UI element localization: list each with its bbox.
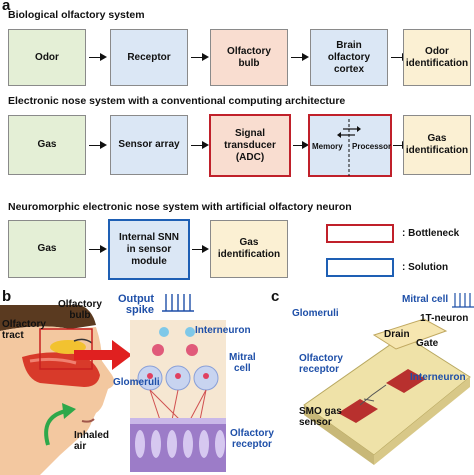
- drain-label: Drain: [384, 329, 410, 340]
- output-spike-label: Output spike: [118, 293, 155, 316]
- smo-gas-sensor-label: SMO gas sensor: [299, 406, 342, 428]
- glomeruli-label-b: Glomeruli: [113, 377, 160, 388]
- mitral-cell-label-b: Mitral cell: [229, 352, 256, 374]
- mitral-spike-icon: [452, 293, 474, 308]
- arrow-r2-1: [89, 141, 107, 149]
- sensor-array-box: Sensor array: [110, 115, 188, 175]
- olfactory-receptor-label-b: Olfactory receptor: [230, 428, 274, 450]
- odor-identification-box: Odor identification: [403, 29, 471, 86]
- gas-identification-box-1: Gas identification: [403, 115, 471, 175]
- receptor-box: Receptor: [110, 29, 188, 86]
- arrow-r2-3: [293, 141, 309, 149]
- arrow-r1-1: [89, 53, 107, 61]
- olfactory-tract-label: Olfactory tract: [2, 319, 46, 341]
- olfactory-bulb-box: Olfactory bulb: [210, 29, 288, 86]
- panel-c-letter: c: [271, 288, 280, 305]
- gate-label: Gate: [416, 338, 439, 349]
- one-t-neuron-label: 1T-neuron: [420, 313, 469, 324]
- interneuron-label-b: Interneuron: [195, 325, 251, 336]
- inhaled-air-label: Inhaled air: [74, 430, 110, 452]
- gas-box-2: Gas: [8, 220, 86, 278]
- device-illustration: [303, 318, 471, 465]
- olfactory-bulb-illustration: [130, 320, 226, 472]
- gas-identification-box-2: Gas identification: [210, 220, 288, 278]
- legend-solution-label: : Solution: [402, 262, 449, 273]
- processor-label: Processor: [352, 142, 392, 151]
- legend-bottleneck-label: : Bottleneck: [402, 228, 460, 239]
- mitral-cell-label-c: Mitral cell: [402, 294, 449, 305]
- olfactory-bulb-label-b: Olfactory bulb: [58, 299, 102, 321]
- internal-snn-box: Internal SNN in sensor module: [108, 219, 190, 280]
- arrow-r3-2: [192, 245, 209, 253]
- arrow-r1-3: [291, 53, 309, 61]
- memory-processor-box: Memory Processor: [308, 114, 392, 177]
- odor-box: Odor: [8, 29, 86, 86]
- arrow-r3-1: [89, 245, 107, 253]
- panel-b-letter: b: [2, 288, 12, 305]
- row2-heading: Electronic nose system with a convention…: [8, 95, 346, 107]
- legend-bottleneck-swatch: [326, 224, 394, 243]
- output-spike-icon: [162, 294, 194, 312]
- zoom-arrow: [74, 340, 132, 370]
- signal-transducer-box: Signal transducer (ADC): [209, 114, 291, 177]
- arrow-r2-2: [191, 141, 209, 149]
- panel-a-letter: a: [2, 0, 11, 14]
- olfactory-receptor-label-c: Olfactory receptor: [299, 353, 343, 375]
- memory-processor-divider: [337, 119, 361, 176]
- brain-cortex-box: Brain olfactory cortex: [310, 29, 388, 86]
- arrow-r1-2: [191, 53, 209, 61]
- legend-solution-swatch: [326, 258, 394, 277]
- row1-heading: Biological olfactory system: [8, 9, 145, 21]
- glomeruli-label-c: Glomeruli: [292, 308, 339, 319]
- gas-box-1: Gas: [8, 115, 86, 175]
- head-illustration: [0, 305, 115, 475]
- interneuron-label-c: Interneuron: [410, 372, 466, 383]
- memory-label: Memory: [312, 142, 343, 151]
- row3-heading: Neuromorphic electronic nose system with…: [8, 201, 352, 213]
